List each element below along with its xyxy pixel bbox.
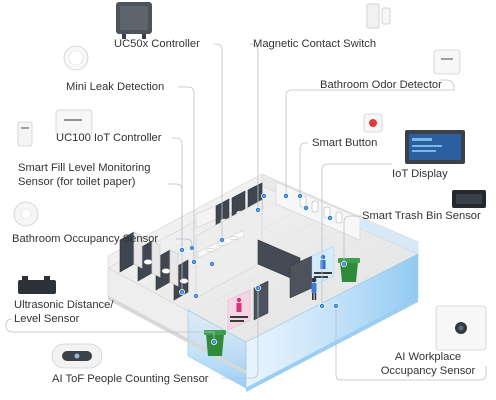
person <box>311 277 317 300</box>
label-smart-fill-level-line2: Sensor (for toilet paper) <box>18 176 136 188</box>
mini-leak-detection-device <box>63 45 89 71</box>
label-ai-tof-people-counting: AI ToF People Counting Sensor <box>52 373 209 385</box>
label-iot-display: IoT Display <box>392 168 448 180</box>
dot-urinal <box>302 204 309 211</box>
dot-stall <box>192 292 199 299</box>
smart-button-device <box>363 113 383 133</box>
dot-button <box>296 192 303 199</box>
center-partition <box>195 199 263 299</box>
restroom-building <box>107 173 419 392</box>
magnetic-contact-switch-device <box>366 3 391 29</box>
dot-leak <box>190 258 197 265</box>
dot-trash <box>340 260 347 267</box>
dot-fill <box>178 246 185 253</box>
leader-lines <box>5 43 487 381</box>
label-mini-leak-detection: Mini Leak Detection <box>66 81 165 93</box>
dot-workplace <box>332 302 339 309</box>
uc100-iot-controller-device <box>55 109 93 135</box>
dot-uc100 <box>178 288 185 295</box>
label-uc100-iot-controller: UC100 IoT Controller <box>56 132 162 144</box>
label-ultrasonic-line1: Ultrasonic Distance/ <box>14 299 114 311</box>
label-uc50x-controller: UC50x Controller <box>114 38 200 50</box>
trash-bin-1 <box>204 330 226 356</box>
ai-workplace-occupancy-device <box>435 305 487 351</box>
label-ultrasonic-line2: Level Sensor <box>14 313 80 325</box>
label-bathroom-occupancy-sensor: Bathroom Occupancy Sensor <box>12 233 159 245</box>
dot-odor <box>282 192 289 199</box>
dot-urinal-2 <box>326 214 333 221</box>
ultrasonic-sensor-device <box>18 276 56 294</box>
label-ai-workplace-line1: AI Workplace <box>394 351 462 363</box>
bathroom-occupancy-sensor-device <box>13 201 39 227</box>
uc50x-controller-device <box>116 2 152 39</box>
sensor-dots <box>178 192 347 345</box>
poster-text <box>230 272 332 322</box>
dot-occupancy <box>188 244 195 251</box>
bathroom-odor-detector-device <box>433 49 461 75</box>
ai-tof-people-counting-device <box>51 343 103 369</box>
center-divider-dark <box>257 239 301 283</box>
dot-iot-display <box>318 302 325 309</box>
dot-door <box>260 192 267 199</box>
label-ai-workplace-line2: Occupancy Sensor <box>380 365 476 377</box>
dot-ultrasonic <box>210 338 217 345</box>
label-smart-button: Smart Button <box>312 137 378 149</box>
label-smart-trash-bin-sensor: Smart Trash Bin Sensor <box>362 210 481 222</box>
dot-tof <box>254 284 261 291</box>
label-smart-fill-level-line1: Smart Fill Level Monitoring <box>18 162 151 174</box>
dot-sink <box>208 260 215 267</box>
label-magnetic-contact-switch: Magnetic Contact Switch <box>253 38 377 50</box>
urinals <box>299 195 343 224</box>
dot-uc50x <box>218 236 225 243</box>
stall-dividers <box>133 231 179 287</box>
smart-fill-level-sensor-device <box>17 121 33 147</box>
iot-display-device <box>405 130 465 164</box>
sinks <box>205 235 239 252</box>
glass-wall-side <box>360 218 418 254</box>
dot-magnetic <box>254 206 261 213</box>
smart-trash-bin-sensor-device <box>452 190 486 208</box>
base-edge-right <box>246 298 418 392</box>
label-bathroom-odor-detector: Bathroom Odor Detector <box>320 79 442 91</box>
